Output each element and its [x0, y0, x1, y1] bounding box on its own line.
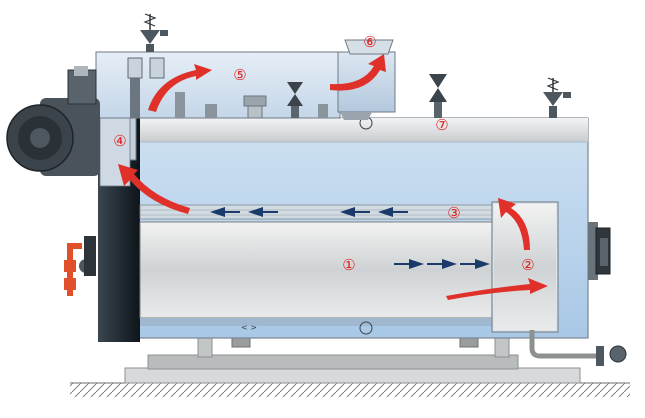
label-reversal-chamber: ② — [521, 256, 534, 274]
label-furnace: ① — [342, 256, 355, 274]
label-third-pass: ⑤ — [233, 66, 246, 84]
main-steam-valve-icon — [287, 82, 303, 118]
front-head — [95, 89, 140, 342]
label-steam-outlet: ⑦ — [435, 116, 448, 134]
label-second-pass: ③ — [447, 204, 460, 222]
ground — [70, 382, 630, 397]
svg-text:< >: < > — [241, 323, 257, 332]
red-flow-arrow-reversal — [498, 198, 530, 250]
drain-fittings: < > — [241, 112, 373, 335]
burner-assembly — [6, 66, 100, 176]
label-front-smoke-box: ④ — [113, 132, 126, 150]
red-flow-arrow-top — [148, 64, 212, 112]
reversal-chamber — [491, 201, 559, 333]
flame-arrows-furnace — [394, 259, 490, 269]
red-flow-arrow-furnace — [446, 278, 548, 300]
gas-train — [64, 236, 96, 296]
red-flow-arrow-front — [118, 164, 190, 214]
safety-valve-icon — [140, 13, 168, 52]
base-frame — [124, 336, 581, 384]
steam-outlet-valve-icon — [429, 74, 447, 118]
rear-manhole — [588, 222, 611, 280]
label-flue-outlet: ⑥ — [363, 33, 376, 51]
blowdown-pipe — [529, 330, 627, 366]
safety-valve-right-icon — [543, 77, 571, 118]
furnace-tube — [139, 221, 496, 326]
red-flow-arrow-chimney — [330, 54, 386, 91]
smoke-tube-bank — [139, 204, 496, 220]
flue-gas-arrows-tube-bank — [210, 207, 408, 217]
